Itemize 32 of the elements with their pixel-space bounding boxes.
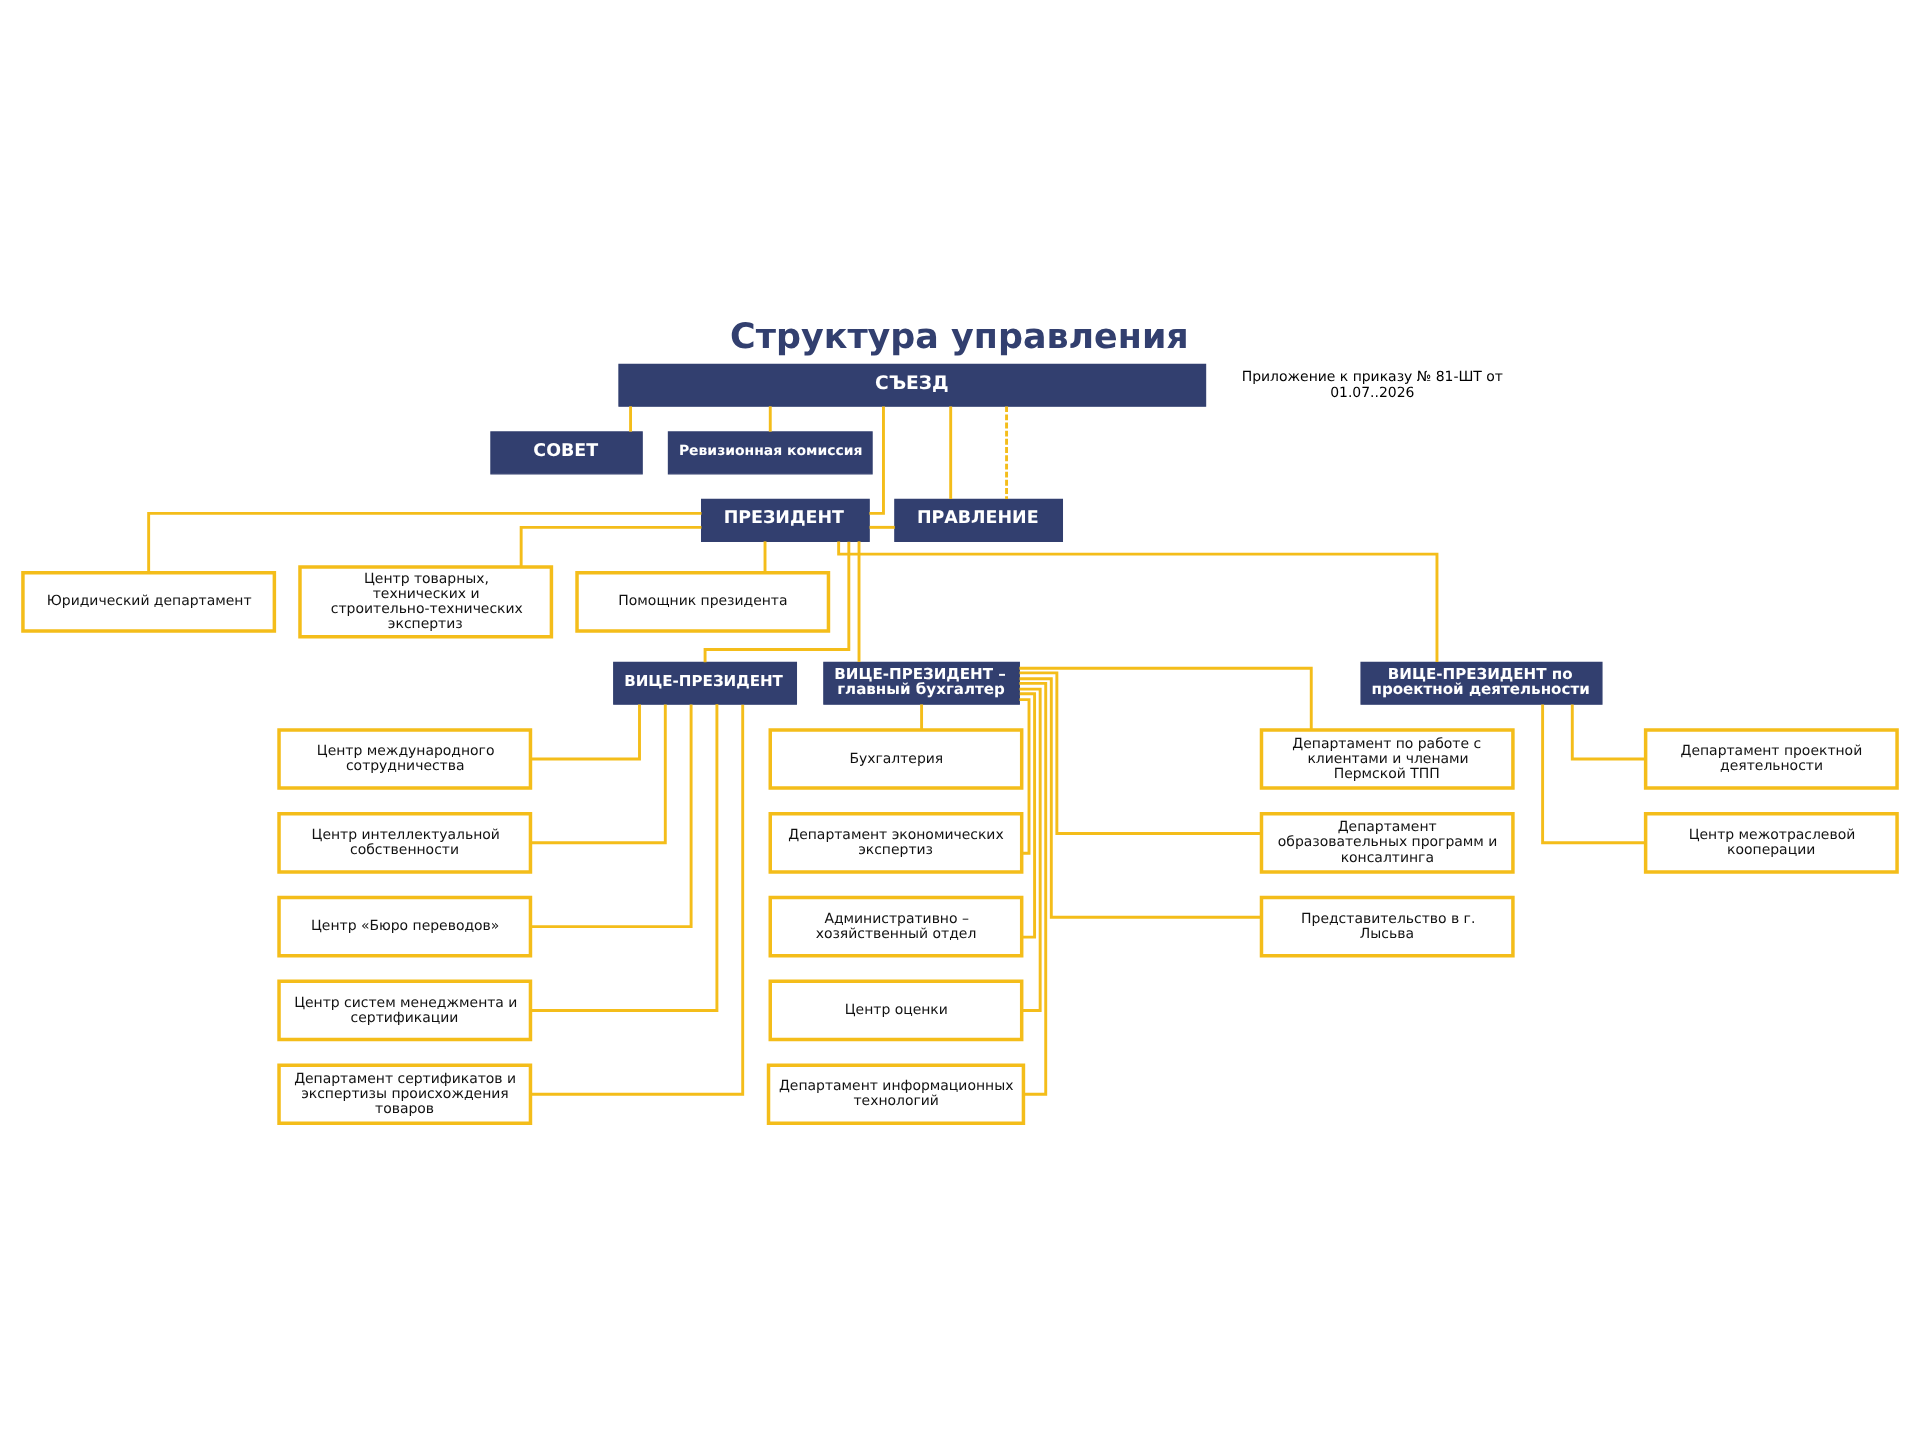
connector (519, 525, 702, 567)
diagram-title: Структура управления (730, 318, 1189, 359)
connector (1019, 687, 1042, 1012)
connector (1005, 406, 1008, 499)
connector (530, 704, 745, 1096)
connector (530, 704, 719, 1012)
connector (949, 406, 953, 499)
connector (1019, 698, 1031, 855)
connector (1019, 681, 1048, 1096)
connector (920, 704, 924, 730)
node-box: СЪЕЗД (618, 363, 1207, 407)
connector (869, 406, 885, 515)
connector (703, 541, 851, 663)
connector (629, 406, 633, 432)
connector (837, 541, 1439, 662)
connector (530, 704, 667, 845)
connector (857, 541, 861, 662)
connector (1019, 666, 1313, 730)
connector (1570, 704, 1646, 761)
connector (768, 406, 772, 432)
node-box: СОВЕТ (490, 431, 643, 475)
connector (869, 525, 895, 529)
connector (763, 541, 767, 573)
connector (530, 704, 641, 761)
node-box: ПРЕЗИДЕНТ (701, 498, 870, 542)
connector (530, 704, 693, 929)
connector (1019, 671, 1262, 835)
connector (1541, 704, 1646, 845)
connector (1019, 677, 1262, 919)
connector (1019, 692, 1037, 939)
node-box: ПРАВЛЕНИЕ (894, 498, 1063, 542)
connector (147, 511, 702, 573)
